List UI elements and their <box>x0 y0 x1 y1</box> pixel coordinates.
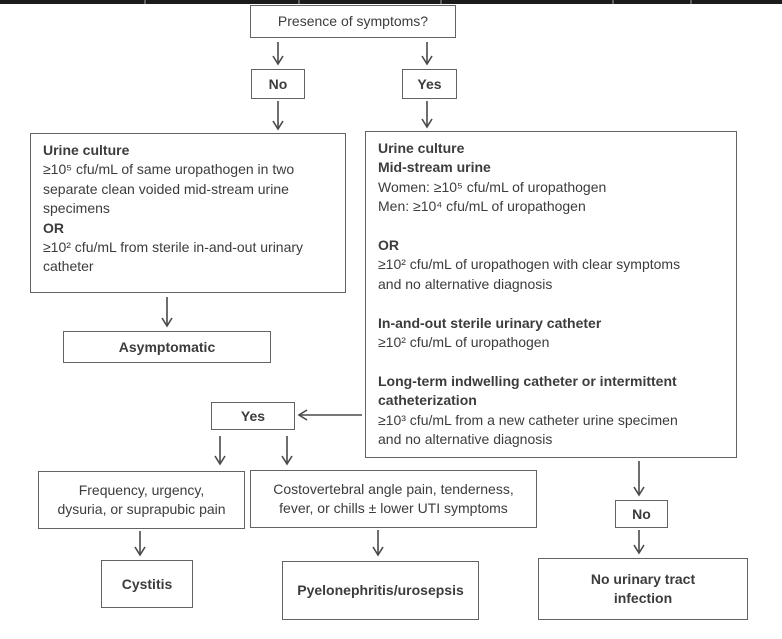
criteria-line: ≥10² cfu/mL of uropathogen <box>378 334 550 351</box>
criteria-line: catheterization <box>378 392 477 409</box>
arrow-yes-to-symptomatic-criteria <box>421 101 433 129</box>
arrow-no-to-no-uti <box>633 530 645 555</box>
arrow-presence-to-yes <box>421 42 433 66</box>
top-edge-divider <box>440 0 442 4</box>
upper-uti-symptoms-box: Costovertebral angle pain, tenderness, f… <box>250 470 537 528</box>
criteria-line: specimens <box>43 200 110 217</box>
criteria-line: ≥10⁵ cfu/mL of same uropathogen in two <box>43 161 295 178</box>
lower-uti-symptoms-box: Frequency, urgency, dysuria, or suprapub… <box>38 471 245 529</box>
criteria-line: OR <box>43 219 64 236</box>
arrow-lower-uti-to-cystitis <box>134 531 146 557</box>
criteria-line: In-and-out sterile urinary catheter <box>378 314 602 331</box>
top-edge-divider <box>612 0 614 4</box>
top-window-edge <box>0 0 782 4</box>
criteria-line: OR <box>378 237 399 254</box>
criteria-line: separate clean voided mid-stream urine <box>43 180 289 197</box>
criteria-line <box>378 294 724 313</box>
criteria-line: ≥10³ cfu/mL from a new catheter urine sp… <box>378 411 678 428</box>
criteria-line: ≥10² cfu/mL of uropathogen with clear sy… <box>378 256 681 273</box>
criteria-line: and no alternative diagnosis <box>378 275 553 292</box>
presence-of-symptoms-box: Presence of symptoms? <box>250 5 456 38</box>
arrow-yes-to-upper-uti <box>281 436 293 466</box>
branch-no-box: No <box>251 69 305 99</box>
arrow-yes-to-lower-uti <box>214 436 226 466</box>
asymptomatic-criteria-box: Urine culture ≥10⁵ cfu/mL of same uropath… <box>30 133 346 293</box>
criteria-line: Urine culture <box>378 140 465 156</box>
top-edge-divider <box>298 0 300 4</box>
arrow-upper-uti-to-pyelonephritis <box>372 530 384 557</box>
criteria-line: ≥10² cfu/mL from sterile in-and-out urin… <box>43 239 304 256</box>
arrow-presence-to-no <box>272 42 284 66</box>
no-uti-result-box: No urinary tract infection <box>538 558 748 620</box>
criteria-line: Urine culture <box>43 142 130 158</box>
criteria-line: Women: ≥10⁵ cfu/mL of uropathogen <box>378 178 607 195</box>
criteria-line: Mid-stream urine <box>378 159 491 176</box>
criteria-line: catheter <box>43 258 94 275</box>
arrow-no-to-asymptomatic-criteria <box>272 101 284 131</box>
branch-yes-box: Yes <box>402 69 457 99</box>
criteria-line: Long-term indwelling catheter or intermi… <box>378 372 677 389</box>
arrow-criteria-to-symptoms-yes <box>297 409 362 421</box>
asymptomatic-result-box: Asymptomatic <box>63 331 271 363</box>
top-edge-divider <box>690 0 692 4</box>
pyelonephritis-result-box: Pyelonephritis/urosepsis <box>282 561 479 620</box>
criteria-line <box>378 352 724 371</box>
symptoms-confirmed-no-box: No <box>615 500 668 528</box>
arrow-criteria-to-asymptomatic <box>161 297 173 328</box>
criteria-line: and no alternative diagnosis <box>378 431 553 448</box>
symptoms-confirmed-yes-box: Yes <box>211 402 295 430</box>
arrow-criteria-to-symptoms-no <box>633 461 645 497</box>
criteria-line <box>378 217 724 236</box>
cystitis-result-box: Cystitis <box>101 560 193 608</box>
criteria-line: Men: ≥10⁴ cfu/mL of uropathogen <box>378 198 586 215</box>
top-edge-divider <box>144 0 146 4</box>
